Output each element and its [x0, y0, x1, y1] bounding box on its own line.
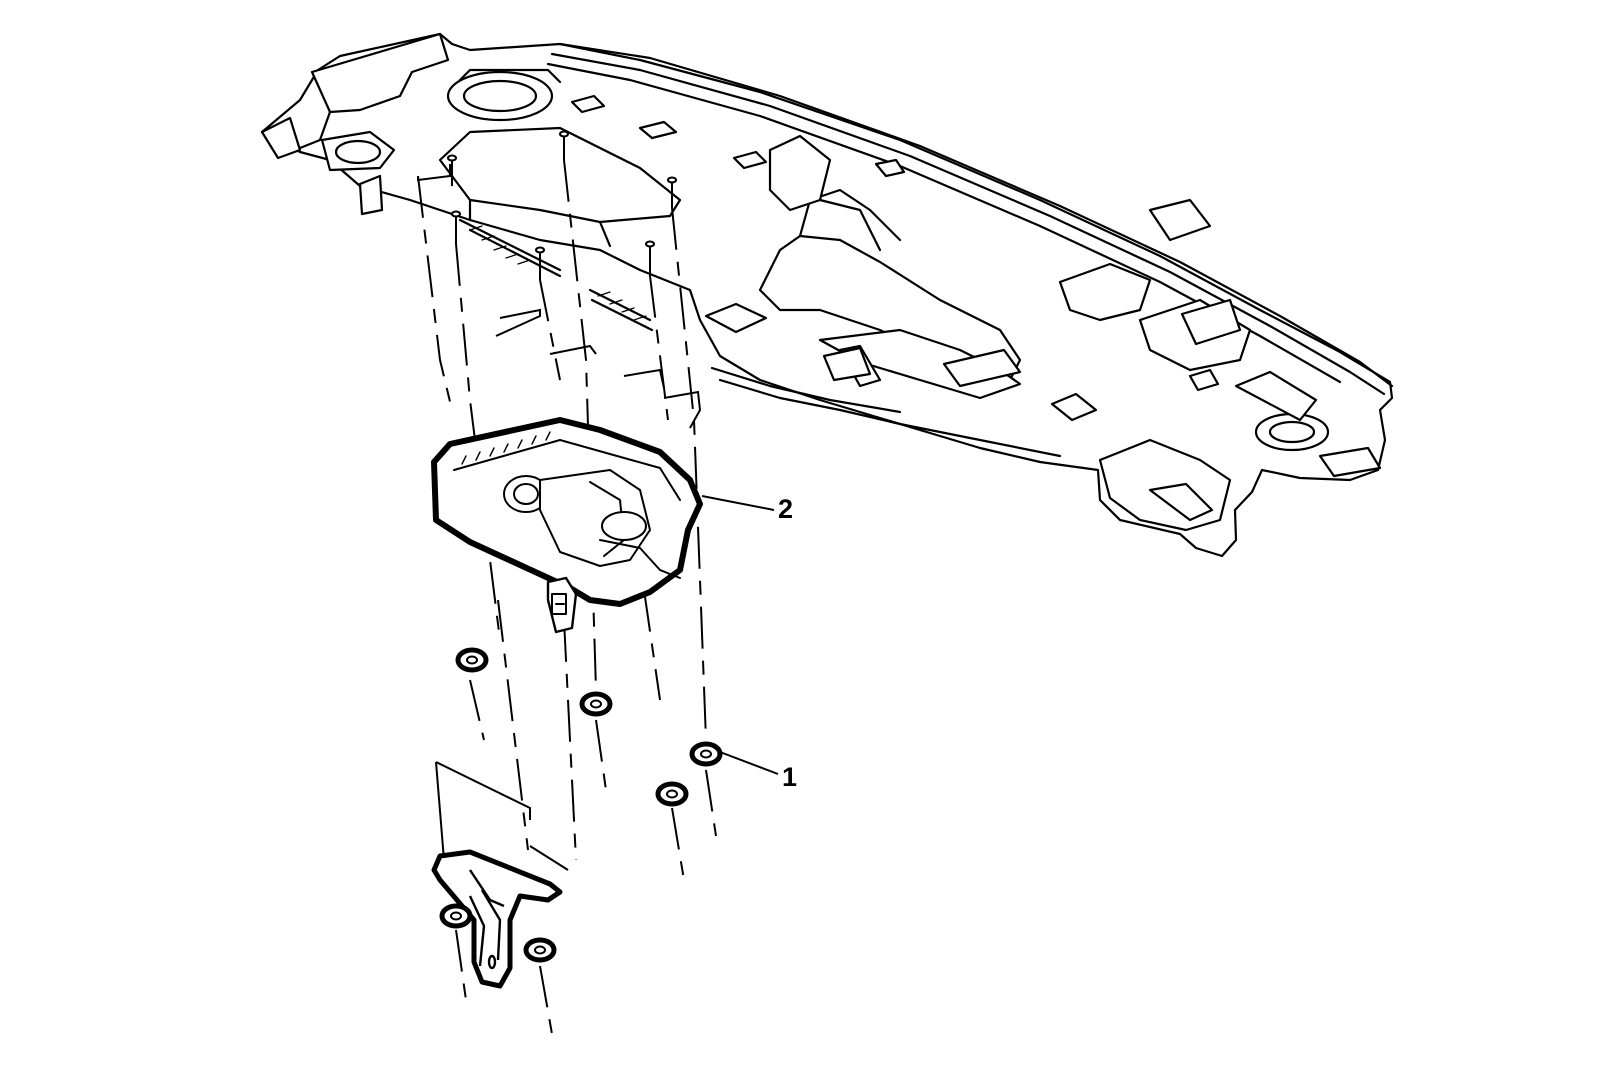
- callout-label-nut: 1: [782, 762, 797, 792]
- callout-module: 2: [701, 494, 793, 524]
- lower-bracket: [431, 849, 563, 989]
- nut-1: [455, 647, 489, 673]
- nuts: [439, 647, 723, 963]
- nut-4: [655, 781, 689, 807]
- screw-top-right: [667, 176, 677, 208]
- nut-2: [579, 691, 613, 717]
- screw-top-left: [447, 154, 457, 186]
- callout-nut: 1: [719, 751, 797, 792]
- screw-center: [535, 246, 545, 280]
- nut-5: [439, 903, 473, 929]
- nut-3: [689, 741, 723, 767]
- screw-left: [451, 210, 461, 244]
- alignment-lines: [417, 159, 717, 1035]
- offset-guide-lines: [417, 164, 702, 871]
- nut-6: [523, 937, 557, 963]
- screw-right: [645, 240, 655, 276]
- instrument-panel-carrier: [260, 32, 1394, 558]
- screw-top-center: [559, 130, 569, 160]
- module-assembly: [431, 417, 703, 634]
- callout-label-module: 2: [778, 494, 793, 524]
- mounting-screws: [447, 130, 677, 280]
